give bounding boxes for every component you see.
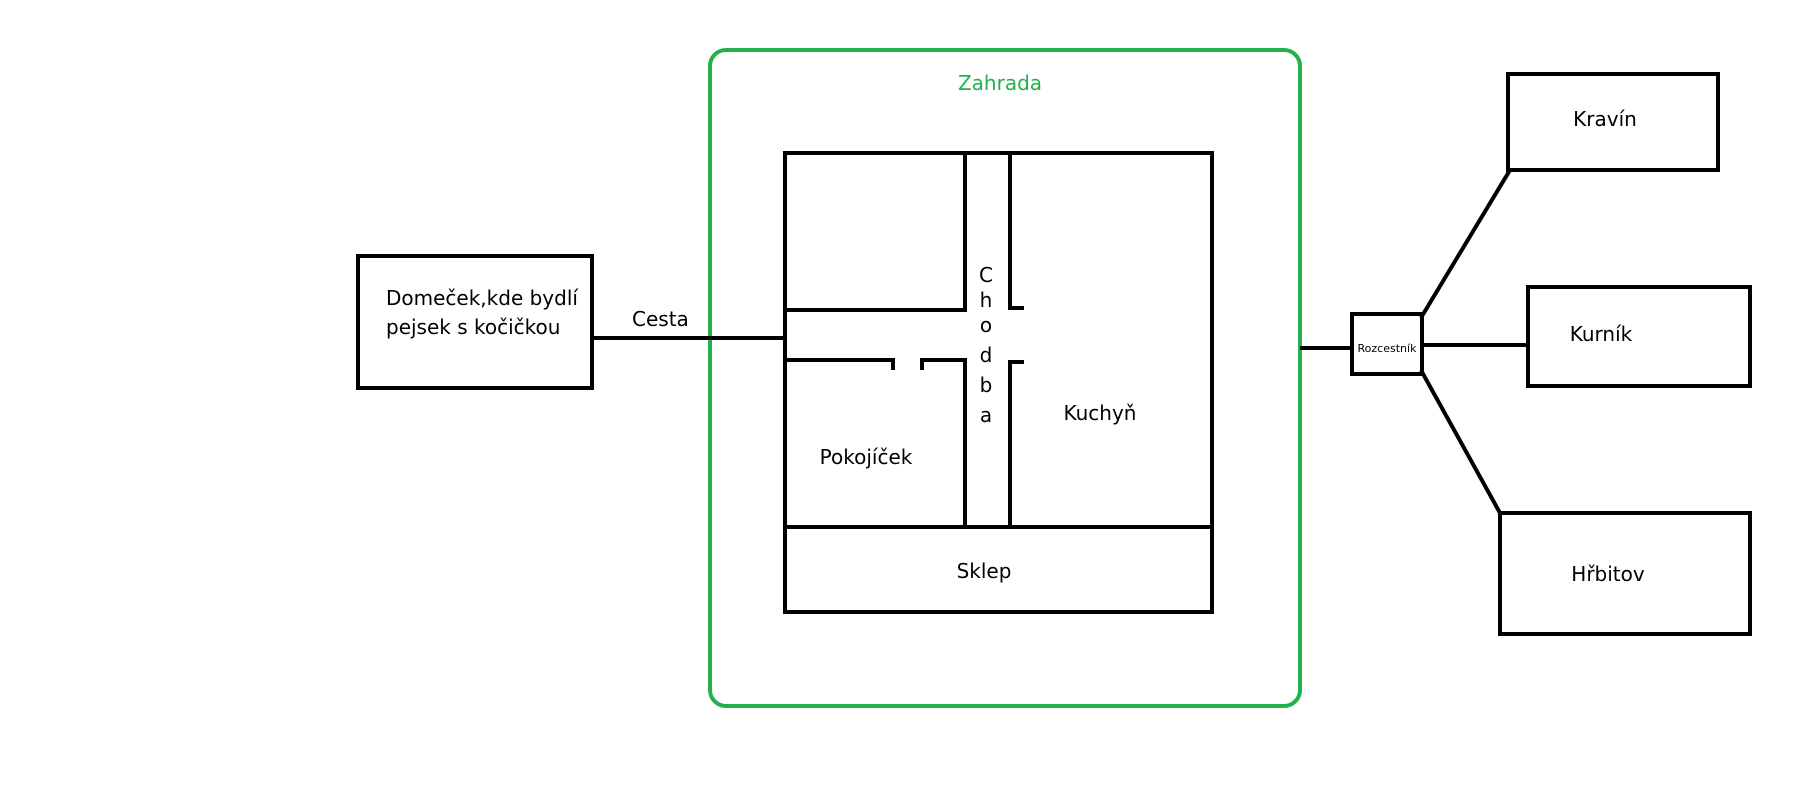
corridor-letter: d (980, 343, 993, 367)
branch-to-cowshed (1419, 167, 1513, 319)
dog-cat-house-label-line2: pejsek s kočičkou (386, 315, 560, 339)
cemetery-box (1498, 511, 1752, 636)
corridor-letter: a (980, 403, 992, 427)
road-label: Cesta (632, 307, 689, 331)
crossroads-box (1350, 312, 1424, 376)
bedroom-top-wall-left (783, 358, 895, 370)
crossroads-label: Rozcestník (1358, 342, 1418, 355)
branch-to-cemetery (1419, 369, 1503, 516)
corridor-letter: o (980, 313, 992, 337)
kitchen-upper-wall (1008, 151, 1024, 310)
cowshed-label: Kravín (1573, 107, 1637, 131)
dog-cat-house-box (356, 254, 594, 390)
bedroom-label: Pokojíček (820, 445, 913, 469)
dog-cat-house-label-line1: Domeček,kde bydlí (386, 286, 579, 310)
corridor-letter: C (979, 263, 993, 287)
garden-label: Zahrada (958, 71, 1042, 95)
cowshed-box (1506, 72, 1720, 172)
cemetery-label: Hřbitov (1571, 562, 1645, 586)
building-outline (783, 151, 1214, 614)
garden-boundary (708, 48, 1302, 708)
cellar-label: Sklep (957, 559, 1012, 583)
corridor-letter: b (980, 373, 993, 397)
henhouse-box (1526, 285, 1752, 388)
henhouse-label: Kurník (1570, 322, 1633, 346)
kitchen-label: Kuchyň (1064, 401, 1137, 425)
top-left-room-wall (783, 151, 967, 312)
corridor-letter: h (980, 288, 993, 312)
bedroom-top-wall-right (783, 358, 967, 529)
kitchen-lower-wall (1008, 360, 1214, 529)
